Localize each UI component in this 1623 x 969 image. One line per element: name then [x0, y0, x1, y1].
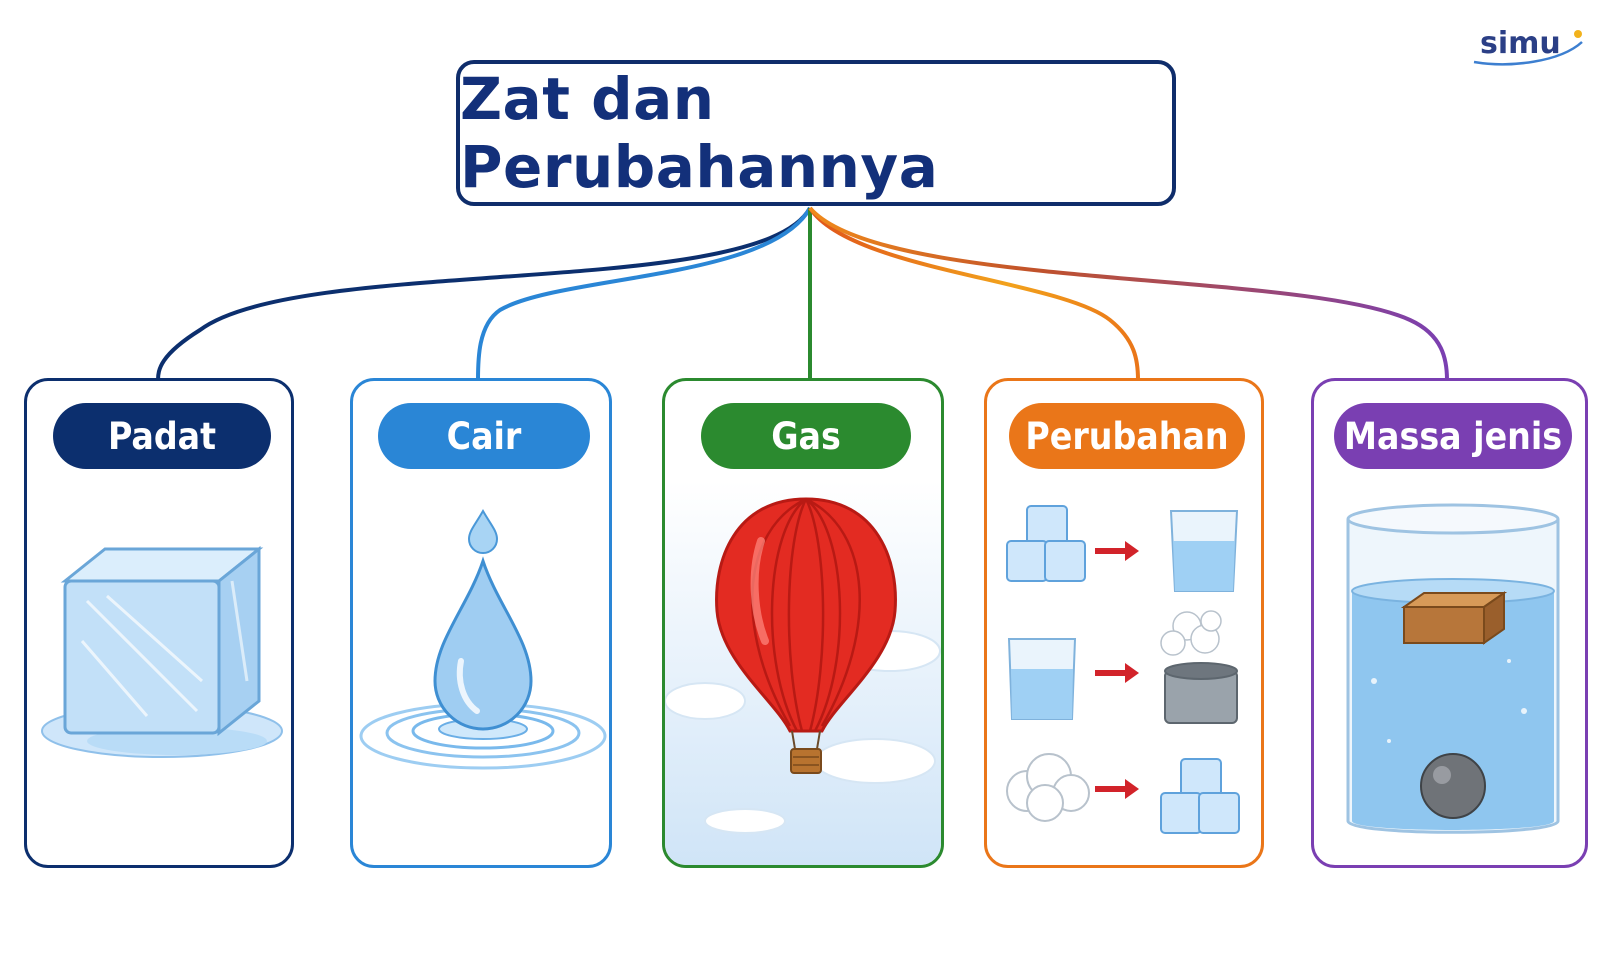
card-label: Perubahan: [1025, 414, 1229, 458]
page-title: Zat dan Perubahannya: [460, 65, 939, 201]
label-pill-massa-jenis: Massa jenis: [1334, 403, 1572, 469]
connector-padat: [156, 207, 812, 381]
boiling-row: [1007, 610, 1238, 724]
logo-swoosh-icon: [1473, 30, 1583, 66]
card-perubahan: Perubahan: [984, 378, 1264, 868]
label-pill-gas: Gas: [701, 403, 911, 469]
connector-massa-jenis: [808, 206, 1449, 381]
card-label: Cair: [446, 414, 522, 458]
freezing-row: [1006, 753, 1240, 834]
density-beaker-icon: [1346, 503, 1560, 834]
connector-perubahan: [808, 206, 1140, 381]
title-box: Zat dan Perubahannya: [456, 60, 1176, 206]
label-pill-padat: Padat: [53, 403, 271, 469]
card-label: Gas: [771, 414, 841, 458]
ice-cube-icon: [41, 545, 283, 758]
label-pill-perubahan: Perubahan: [1009, 403, 1245, 469]
card-gas: Gas: [662, 378, 944, 868]
card-massa-jenis: Massa jenis: [1311, 378, 1588, 868]
card-label: Massa jenis: [1343, 414, 1563, 458]
water-drop-icon: [359, 508, 607, 770]
card-padat: Padat: [24, 378, 294, 868]
card-cair: Cair: [350, 378, 612, 868]
logo-text: simu: [1480, 26, 1561, 61]
card-label: Padat: [107, 414, 217, 458]
state-change-icon: [1006, 505, 1240, 834]
melting-row: [1006, 505, 1086, 582]
simu-logo: simu: [1470, 22, 1590, 72]
connector-cair: [476, 207, 812, 381]
hot-air-balloon-icon: [665, 481, 941, 865]
label-pill-cair: Cair: [378, 403, 590, 469]
